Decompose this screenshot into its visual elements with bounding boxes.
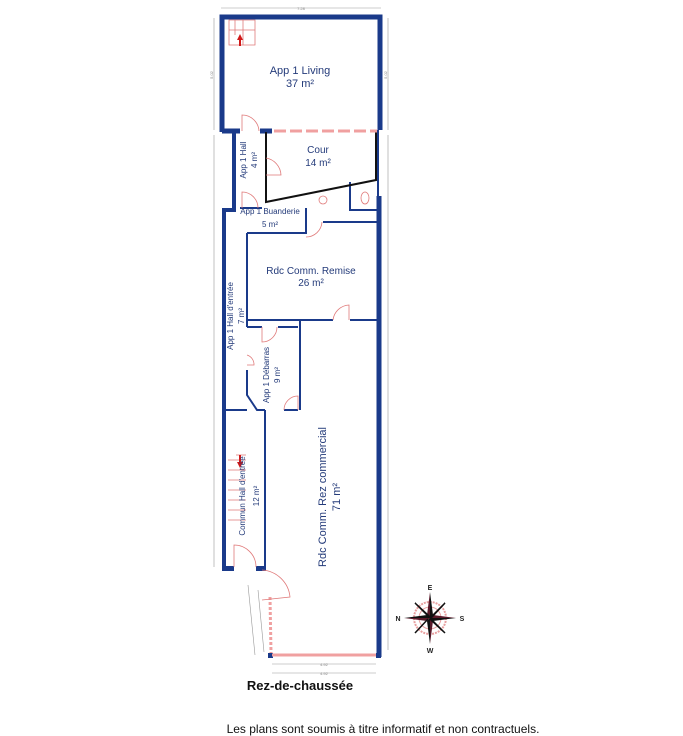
- room-hall: App 1 Hall 4 m²: [239, 141, 259, 178]
- room-area: 5 m²: [262, 220, 278, 229]
- stairs-up-arrow-icon: [237, 34, 243, 46]
- dimension-lines: [213, 7, 389, 674]
- room-area: 26 m²: [298, 278, 324, 289]
- room-area: 71 m²: [331, 483, 343, 511]
- room-area: 7 m²: [237, 308, 246, 324]
- doors: [228, 19, 350, 601]
- dimension-bottom: 4.92: [320, 662, 329, 667]
- room-name: Rdc Comm. Remise: [266, 266, 356, 277]
- sink-icon: [318, 195, 328, 205]
- room-area: 9 m²: [273, 367, 282, 383]
- room-living: App 1 Living 37 m²: [270, 65, 331, 90]
- room-rez-commercial: Rdc Comm. Rez commercial 71 m²: [317, 427, 343, 567]
- windows: [268, 129, 377, 657]
- room-area: 12 m²: [252, 485, 261, 506]
- room-commun-hall: Commun Hall d'entrée 12 m²: [238, 456, 261, 536]
- stairs-down-arrow-icon: [237, 455, 243, 468]
- floor-title: Rez-de-chaussée: [247, 678, 353, 693]
- compass-north: N: [395, 616, 400, 623]
- room-name: Rdc Comm. Rez commercial: [317, 427, 329, 567]
- room-debarras: App 1 Débarras 9 m²: [262, 347, 282, 403]
- compass-east: E: [428, 585, 433, 592]
- room-name: App 1 Buanderie: [240, 207, 300, 216]
- room-area: 4 m²: [250, 152, 259, 168]
- compass-south: S: [460, 616, 465, 623]
- room-area: 14 m²: [305, 158, 331, 169]
- dimension-top: 7.28: [297, 6, 306, 11]
- room-name: Cour: [307, 145, 329, 156]
- room-cour: Cour 14 m²: [305, 145, 331, 169]
- dimension-bottom-2: 4.92: [320, 671, 329, 676]
- dimension-living-left: 5.02: [209, 70, 214, 79]
- compass-rose-icon: E S W N: [395, 585, 464, 655]
- disclaimer: Les plans sont soumis à titre informatif…: [227, 722, 540, 736]
- room-buanderie: App 1 Buanderie 5 m²: [240, 207, 300, 229]
- toilet-icon: [360, 191, 370, 205]
- room-hall-entree: App 1 Hall d'entrée 7 m²: [226, 282, 246, 350]
- dimension-living-right: 5.02: [383, 70, 388, 79]
- room-area: 37 m²: [286, 78, 314, 90]
- room-name: App 1 Hall d'entrée: [226, 282, 235, 350]
- room-name: App 1 Living: [270, 65, 331, 77]
- room-name: App 1 Débarras: [262, 347, 271, 403]
- compass-west: W: [427, 648, 434, 655]
- room-name: App 1 Hall: [239, 141, 248, 178]
- walls: [219, 14, 383, 658]
- room-name: Commun Hall d'entrée: [238, 456, 247, 536]
- room-remise: Rdc Comm. Remise 26 m²: [266, 266, 356, 289]
